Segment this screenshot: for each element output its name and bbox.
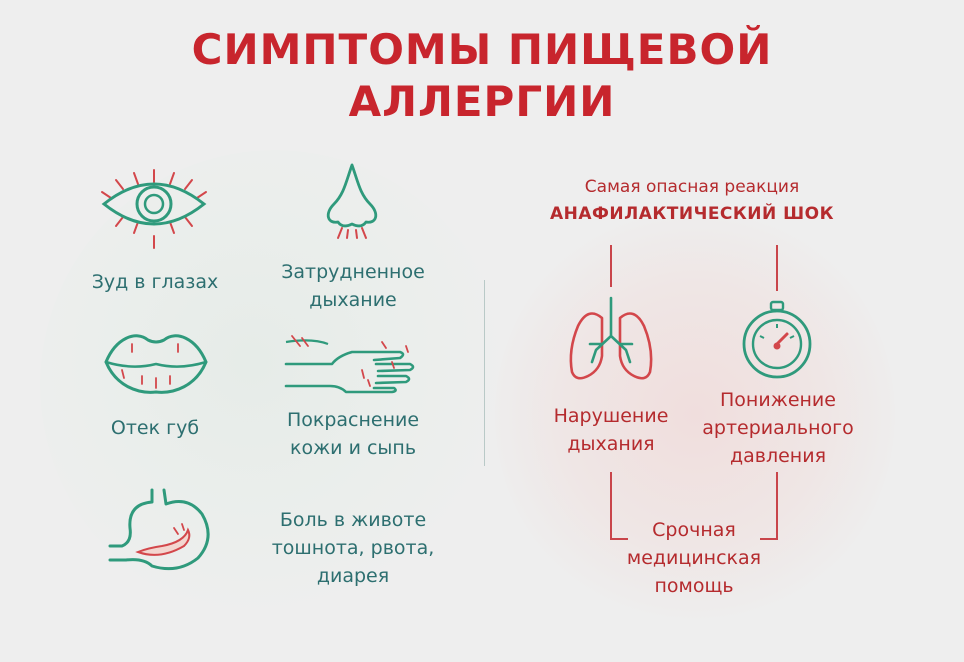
symptom-breathing-text-1: Затрудненное [281,261,425,283]
anaphylaxis-right-text-3: давления [729,445,826,467]
symptom-eyes-label: Зуд в глазах [80,268,230,296]
symptom-lips-text: Отек губ [110,417,200,439]
anaphylaxis-heading: АНАФИЛАКТИЧЕСКИЙ ШОК [549,204,835,224]
anaphylaxis-left-label: Нарушение дыхания [526,402,696,458]
symptom-lips-label: Отек губ [80,414,230,442]
emergency-help-text-2: медицинская [626,547,762,569]
lips-icon [104,334,208,394]
lungs-icon [569,296,653,380]
symptom-breathing-label: Затрудненное дыхание [258,258,448,314]
anaphylaxis-left-text-1: Нарушение [553,405,669,427]
symptom-stomach-text-2: тошнота, рвота, [271,537,435,559]
symptom-stomach-text-1: Боль в животе [279,509,427,531]
page-title-line2: АЛЛЕРГИИ [348,77,616,126]
stomach-icon [108,488,210,571]
background-blob-left [40,150,510,620]
emergency-help-text-1: Срочная [652,519,736,541]
anaphylaxis-right-label: Понижение артериального давления [694,386,862,470]
connector-left-foot [610,538,628,540]
symptom-skin-text-1: Покраснение [286,409,420,431]
anaphylaxis-left-text-2: дыхания [567,433,655,455]
emergency-help-text-3: помощь [654,575,734,597]
connector-right-bottom [776,472,778,540]
background-blob-right [495,205,895,625]
symptom-stomach-label: Боль в животе тошнота, рвота, диарея [256,506,450,590]
connector-left-top [610,245,612,287]
connector-left-bottom [610,472,612,540]
eye-icon [101,169,207,249]
symptom-breathing-text-2: дыхание [309,289,397,311]
symptom-skin-text-2: кожи и сыпь [289,437,417,459]
hand-rash-icon [284,335,415,394]
anaphylaxis-right-text-1: Понижение [720,389,836,411]
emergency-help-label: Срочная медицинская помощь [610,516,778,600]
pressure-gauge-icon [742,300,812,379]
page-title-line1: СИМПТОМЫ ПИЩЕВОЙ [191,25,773,74]
anaphylaxis-subtitle: Самая опасная реакция [584,177,800,197]
section-divider [484,280,485,466]
symptom-skin-label: Покраснение кожи и сыпь [258,406,448,462]
connector-right-top [776,245,778,291]
anaphylaxis-right-text-2: артериального [702,417,854,439]
connector-right-foot [760,538,778,540]
symptom-eyes-text: Зуд в глазах [91,271,219,293]
nose-icon [326,163,378,239]
symptom-stomach-text-3: диарея [316,565,390,587]
